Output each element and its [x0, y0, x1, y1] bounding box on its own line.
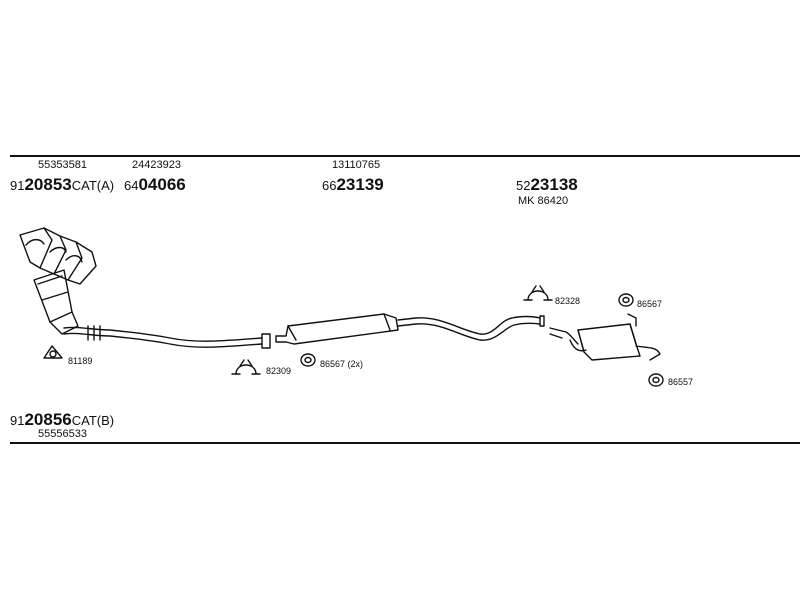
- part-label-86567-2x: 86567 (2x): [320, 359, 364, 369]
- front-pipe-drawing: [63, 325, 271, 349]
- part-number-suffix: CAT(B): [71, 413, 115, 428]
- part-label-24423923: 24423923: [132, 159, 181, 171]
- part-label-13110765: 13110765: [332, 159, 381, 171]
- part-label-86567: 86567: [637, 299, 663, 309]
- part-label-55556533: 55556533: [38, 428, 87, 440]
- clamp-82328-icon: [523, 285, 553, 301]
- part-number-catalyst-b: 9120856CAT(B): [10, 411, 114, 428]
- manifold-catalyst-drawing: [19, 227, 97, 335]
- part-number-main: 20853: [24, 175, 72, 194]
- part-label-82328: 82328: [555, 296, 581, 306]
- part-label-86557: 86557: [668, 377, 694, 387]
- bottom-rule: [10, 442, 800, 444]
- part-number-middle-silencer: 6623139: [322, 176, 384, 193]
- part-label-81189: 81189: [68, 356, 93, 366]
- part-number-prefix: 91: [10, 413, 25, 428]
- part-number-prefix: 66: [322, 178, 337, 193]
- rear-silencer-drawing: [549, 313, 661, 361]
- middle-silencer-drawing: [275, 313, 545, 345]
- mounting-kit-label: MK 86420: [518, 195, 569, 207]
- part-number-main: 20856: [24, 410, 72, 429]
- top-rule: [10, 155, 800, 157]
- rubber-mount-86567-icon: [618, 293, 634, 307]
- rubber-mount-86567-2x-icon: [300, 353, 316, 367]
- part-number-prefix: 52: [516, 178, 531, 193]
- part-number-catalyst-a: 9120853CAT(A): [10, 176, 114, 193]
- rubber-mount-86557-icon: [648, 373, 664, 387]
- part-label-55353581: 55353581: [38, 159, 87, 171]
- gasket-81189-icon: [43, 345, 63, 359]
- part-number-front-pipe: 6404066: [124, 176, 186, 193]
- clamp-82309-icon: [231, 359, 261, 375]
- part-number-prefix: 91: [10, 178, 25, 193]
- part-number-prefix: 64: [124, 178, 139, 193]
- part-label-82309: 82309: [266, 366, 292, 376]
- part-number-main: 23139: [336, 175, 384, 194]
- part-number-suffix: CAT(A): [71, 178, 115, 193]
- part-number-main: 23138: [530, 175, 578, 194]
- part-number-rear-silencer: 5223138: [516, 176, 578, 193]
- part-number-main: 04066: [138, 175, 186, 194]
